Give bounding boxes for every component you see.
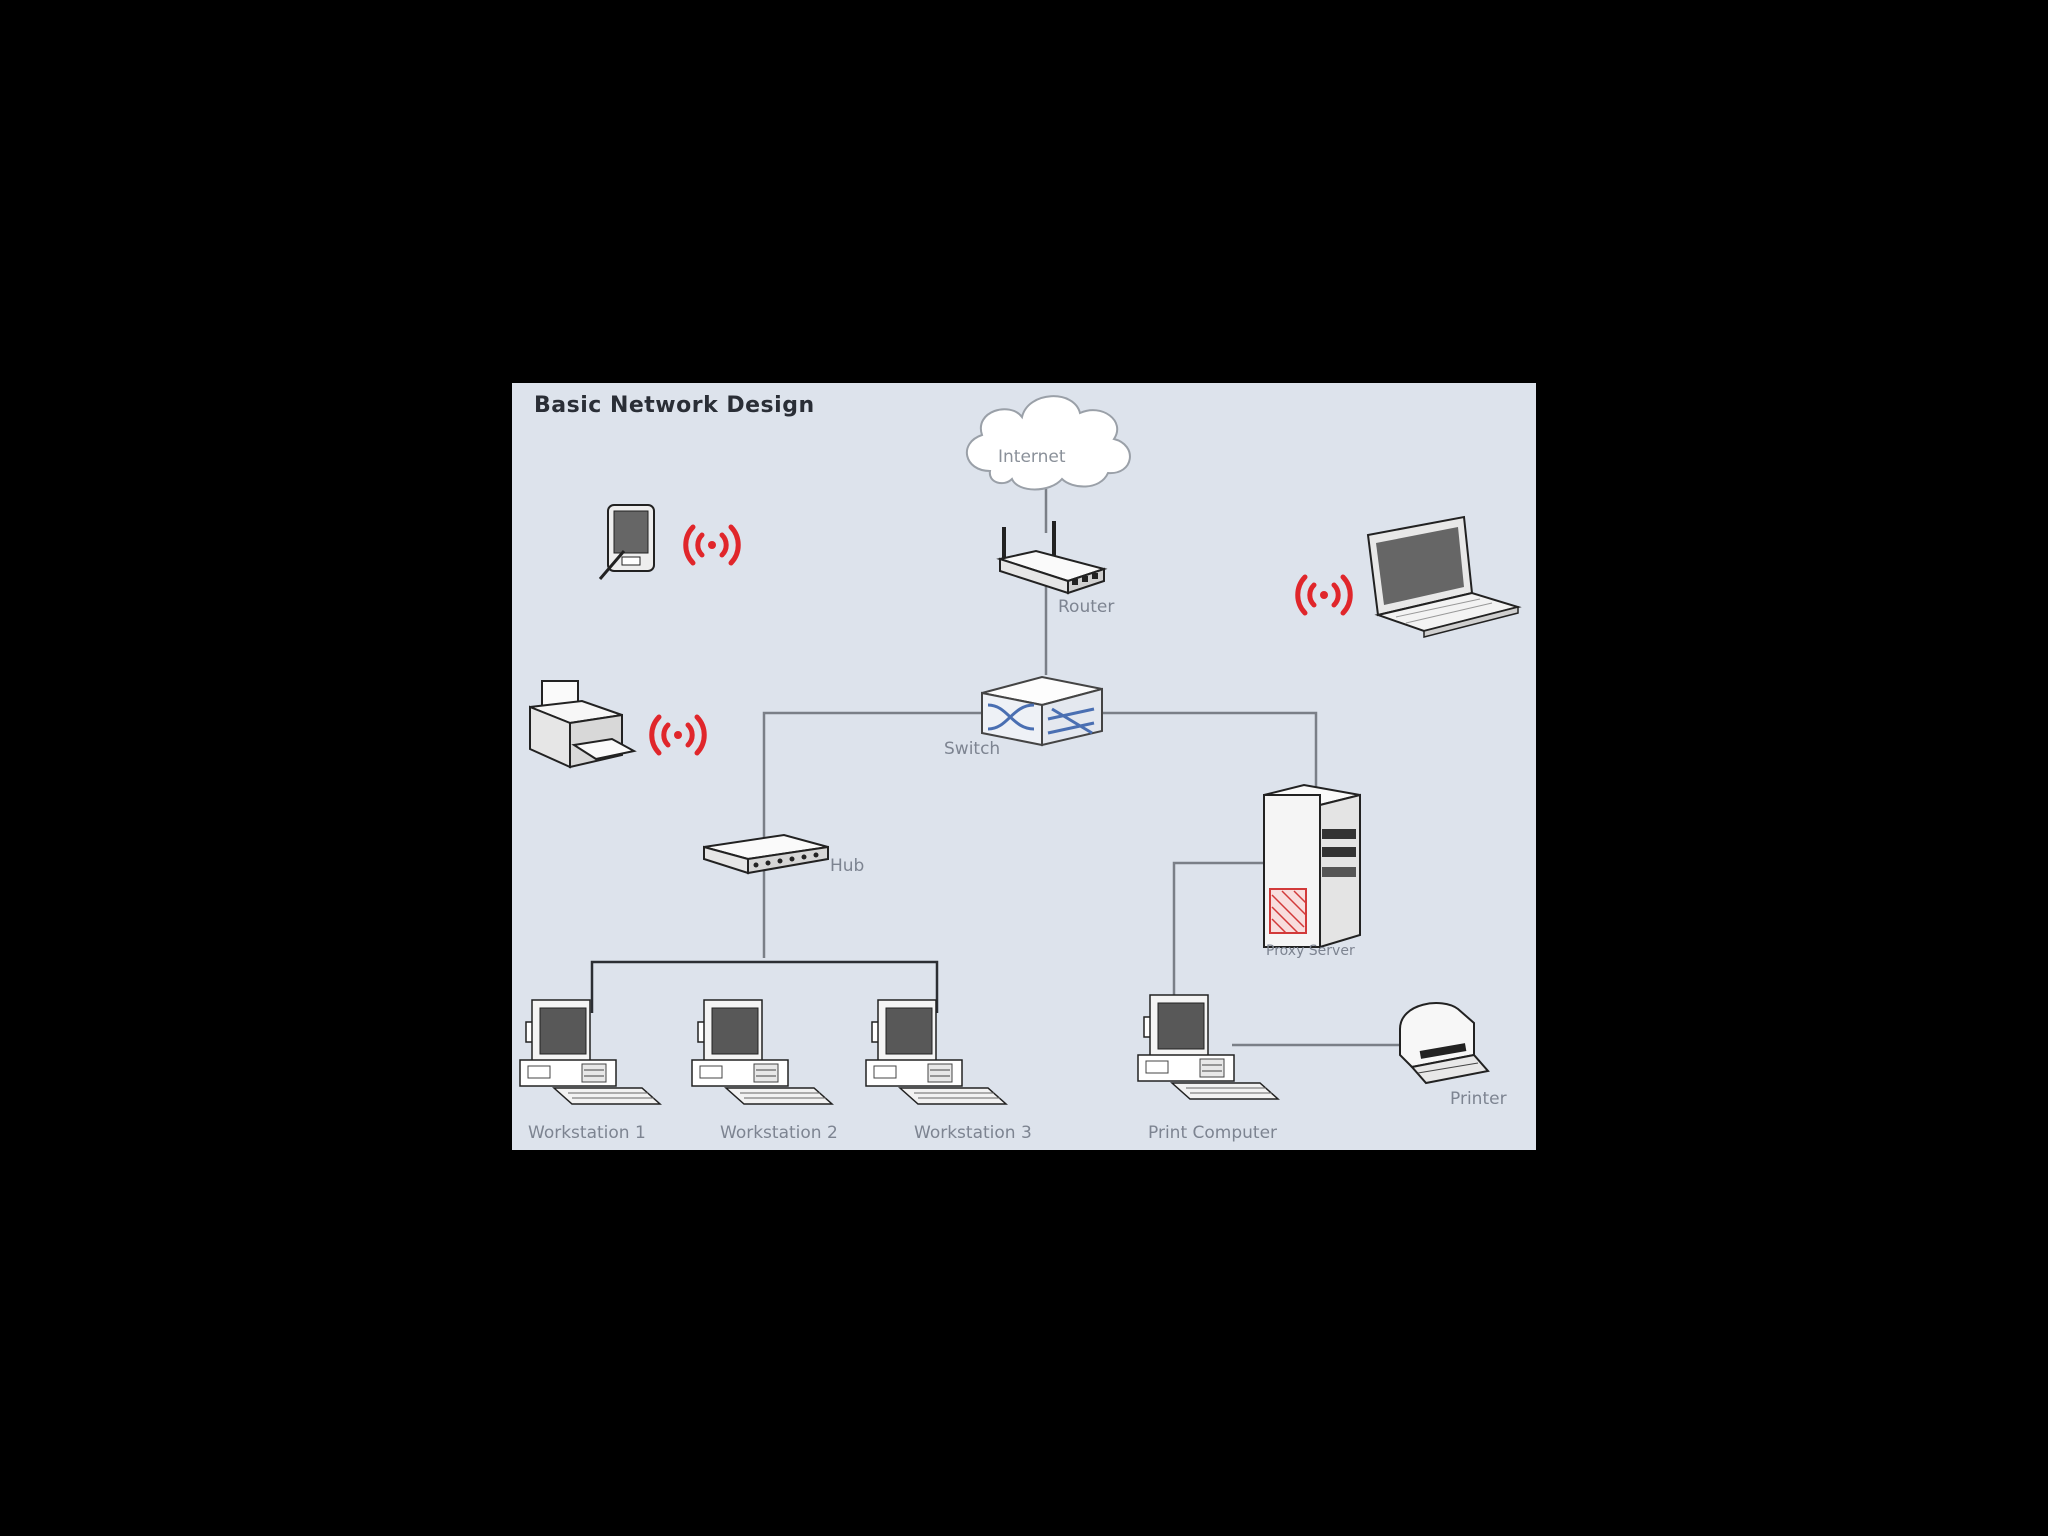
switch-hub-link [762, 711, 982, 958]
internet-label: Internet [998, 447, 1066, 467]
wireless-printer-icon [529, 680, 637, 769]
print-computer-label: Print Computer [1148, 1123, 1278, 1143]
wireless-signal-icon [1298, 577, 1350, 613]
workstation-2-icon [691, 999, 833, 1105]
diagram-canvas [519, 395, 1522, 1105]
laptop-icon [1366, 515, 1522, 638]
workstation-3-icon [865, 999, 1007, 1105]
server-print-computer-link [1172, 861, 1264, 1003]
hub-icon [703, 833, 829, 875]
cloud-icon [965, 395, 1131, 491]
pda-icon [598, 504, 655, 580]
printer-icon [1399, 1002, 1490, 1085]
connection-lines [762, 489, 1400, 1047]
print-computer-icon [1137, 994, 1279, 1100]
wireless-signal-icon [686, 527, 738, 563]
workstation-1-label: Workstation 1 [528, 1123, 646, 1143]
router-icon [996, 521, 1108, 595]
workstation-3-label: Workstation 3 [914, 1123, 1032, 1143]
workstation-2-label: Workstation 2 [720, 1123, 838, 1143]
diagram-title: Basic Network Design [534, 393, 815, 418]
server-icon [1263, 783, 1361, 949]
network-diagram: Basic Network Design Internet Router Swi… [512, 383, 1536, 1150]
printer-label: Printer [1450, 1089, 1507, 1109]
switch-server-link [1102, 711, 1318, 788]
switch-icon [981, 675, 1103, 747]
workstation-1-icon [519, 999, 661, 1105]
hub-workstations-bus [590, 960, 939, 1013]
router-label: Router [1058, 597, 1115, 617]
wireless-signal-icon [652, 717, 704, 753]
proxy-server-label: Proxy Server [1266, 943, 1355, 959]
hub-label: Hub [830, 856, 865, 876]
switch-label: Switch [944, 739, 1001, 759]
